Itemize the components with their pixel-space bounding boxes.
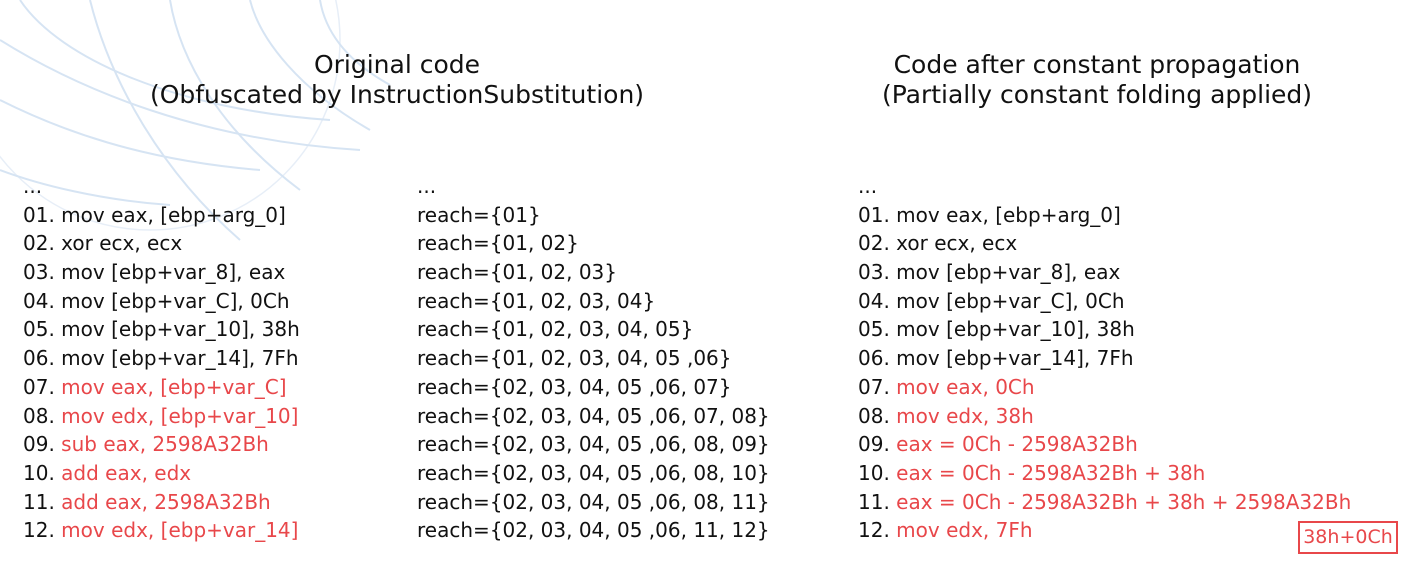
instruction-text: mov [ebp+var_8], eax (896, 260, 1121, 285)
propagated-code-line: 12. mov edx, 7Fh (858, 516, 1351, 545)
instruction-text: mov eax, 0Ch (896, 374, 1035, 399)
original-code-line: 04. mov [ebp+var_C], 0Ch (23, 287, 300, 316)
line-number: 01. (858, 202, 897, 227)
propagated-code-line: ... (858, 172, 1351, 201)
original-code-heading: Original code (Obfuscated by Instruction… (97, 50, 697, 110)
instruction-text: mov eax, [ebp+arg_0] (61, 202, 286, 227)
original-code-line: 06. mov [ebp+var_14], 7Fh (23, 344, 300, 373)
line-number: 04. (858, 288, 897, 313)
original-code-line: 10. add eax, edx (23, 459, 300, 488)
propagated-code-line: 08. mov edx, 38h (858, 402, 1351, 431)
line-number: 02. (858, 231, 897, 256)
line-number: 03. (23, 260, 62, 285)
propagated-code-listing: ...01. mov eax, [ebp+arg_0]02. xor ecx, … (858, 172, 1351, 545)
propagated-code-line: 05. mov [ebp+var_10], 38h (858, 315, 1351, 344)
instruction-text: eax = 0Ch - 2598A32Bh + 38h + 2598A32Bh (896, 489, 1352, 514)
reach-set-listing: ... reach={01} reach={01, 02} reach={01, 02… (417, 172, 770, 545)
instruction-text: mov [ebp+var_C], 0Ch (896, 288, 1125, 313)
original-code-line: 09. sub eax, 2598A32Bh (23, 430, 300, 459)
reach-set-line: ... (417, 174, 437, 198)
instruction-text: mov [ebp+var_10], 38h (61, 317, 300, 342)
line-number: 07. (858, 374, 897, 399)
reach-set-line: reach={01, 02, 03, 04, 05 ,06} (417, 346, 732, 371)
line-number: 08. (858, 403, 897, 428)
instruction-text: mov edx, 7Fh (896, 518, 1033, 543)
line-number: 04. (23, 288, 62, 313)
original-code-line: 08. mov edx, [ebp+var_10] (23, 402, 300, 431)
original-code-line: ... (23, 172, 300, 201)
reach-set-line: reach={02, 03, 04, 05 ,06, 08, 09} (417, 432, 770, 457)
instruction-text: mov [ebp+var_8], eax (61, 260, 286, 285)
original-code-line: 11. add eax, 2598A32Bh (23, 488, 300, 517)
propagated-code-line: 09. eax = 0Ch - 2598A32Bh (858, 430, 1351, 459)
line-number: 12. (23, 518, 62, 543)
reach-set-line: reach={02, 03, 04, 05 ,06, 08, 10} (417, 460, 770, 485)
propagated-code-line: 04. mov [ebp+var_C], 0Ch (858, 287, 1351, 316)
line-number: 02. (23, 231, 62, 256)
instruction-text: sub eax, 2598A32Bh (61, 432, 269, 457)
instruction-text: add eax, 2598A32Bh (61, 489, 271, 514)
propagated-code-line: 11. eax = 0Ch - 2598A32Bh + 38h + 2598A3… (858, 488, 1351, 517)
original-code-line: 05. mov [ebp+var_10], 38h (23, 315, 300, 344)
instruction-text: mov [ebp+var_14], 7Fh (61, 346, 299, 371)
line-number: 06. (858, 346, 897, 371)
instruction-text: eax = 0Ch - 2598A32Bh + 38h (896, 460, 1206, 485)
reach-set-line: reach={01, 02, 03} (417, 260, 617, 285)
propagated-code-subtitle: (Partially constant folding applied) (881, 80, 1313, 109)
propagated-code-line: 03. mov [ebp+var_8], eax (858, 258, 1351, 287)
reach-set-line: reach={02, 03, 04, 05 ,06, 07} (417, 374, 732, 399)
propagated-code-line: 10. eax = 0Ch - 2598A32Bh + 38h (858, 459, 1351, 488)
propagated-code-title: Code after constant propagation (893, 50, 1301, 79)
original-code-line: 12. mov edx, [ebp+var_14] (23, 516, 300, 545)
line-number: 01. (23, 202, 62, 227)
propagated-code-line: 06. mov [ebp+var_14], 7Fh (858, 344, 1351, 373)
instruction-text: eax = 0Ch - 2598A32Bh (896, 432, 1138, 457)
original-code-line: 03. mov [ebp+var_8], eax (23, 258, 300, 287)
original-code-line: 01. mov eax, [ebp+arg_0] (23, 201, 300, 230)
instruction-text: mov edx, [ebp+var_14] (61, 518, 299, 543)
line-number: 11. (23, 489, 62, 514)
propagated-code-heading: Code after constant propagation (Partial… (797, 50, 1397, 110)
reach-set-line: reach={01, 02} (417, 231, 579, 256)
original-code-line: 02. xor ecx, ecx (23, 229, 300, 258)
original-code-subtitle: (Obfuscated by InstructionSubstitution) (149, 80, 645, 109)
instruction-text: mov [ebp+var_14], 7Fh (896, 346, 1134, 371)
instruction-text: ... (858, 174, 878, 198)
line-number: 10. (23, 460, 62, 485)
instruction-text: xor ecx, ecx (896, 231, 1018, 256)
reach-set-line: reach={01, 02, 03, 04, 05} (417, 317, 694, 342)
instruction-text: mov [ebp+var_C], 0Ch (61, 288, 290, 313)
line-number: 03. (858, 260, 897, 285)
reach-set-line: reach={02, 03, 04, 05 ,06, 11, 12} (417, 518, 770, 543)
reach-set-line: reach={02, 03, 04, 05 ,06, 08, 11} (417, 489, 770, 514)
line-number: 07. (23, 374, 62, 399)
line-number: 10. (858, 460, 897, 485)
line-number: 06. (23, 346, 62, 371)
line-number: 05. (23, 317, 62, 342)
line-number: 05. (858, 317, 897, 342)
instruction-text: mov edx, [ebp+var_10] (61, 403, 299, 428)
original-code-line: 07. mov eax, [ebp+var_C] (23, 373, 300, 402)
original-code-title: Original code (313, 50, 481, 79)
line-number: 08. (23, 403, 62, 428)
instruction-text: add eax, edx (61, 460, 192, 485)
instruction-text: ... (23, 174, 43, 198)
boxed-note: 38h+0Ch (1298, 521, 1398, 554)
instruction-text: mov [ebp+var_10], 38h (896, 317, 1135, 342)
line-number: 09. (858, 432, 897, 457)
line-number: 11. (858, 489, 897, 514)
propagated-code-line: 02. xor ecx, ecx (858, 229, 1351, 258)
instruction-text: xor ecx, ecx (61, 231, 183, 256)
propagated-code-line: 07. mov eax, 0Ch (858, 373, 1351, 402)
line-number: 09. (23, 432, 62, 457)
reach-set-line: reach={01} (417, 202, 541, 227)
original-code-listing: ...01. mov eax, [ebp+arg_0]02. xor ecx, … (23, 172, 300, 545)
line-number: 12. (858, 518, 897, 543)
propagated-code-line: 01. mov eax, [ebp+arg_0] (858, 201, 1351, 230)
instruction-text: mov eax, [ebp+arg_0] (896, 202, 1121, 227)
reach-set-line: reach={02, 03, 04, 05 ,06, 07, 08} (417, 403, 770, 428)
instruction-text: mov eax, [ebp+var_C] (61, 374, 287, 399)
reach-set-line: reach={01, 02, 03, 04} (417, 288, 656, 313)
instruction-text: mov edx, 38h (896, 403, 1034, 428)
